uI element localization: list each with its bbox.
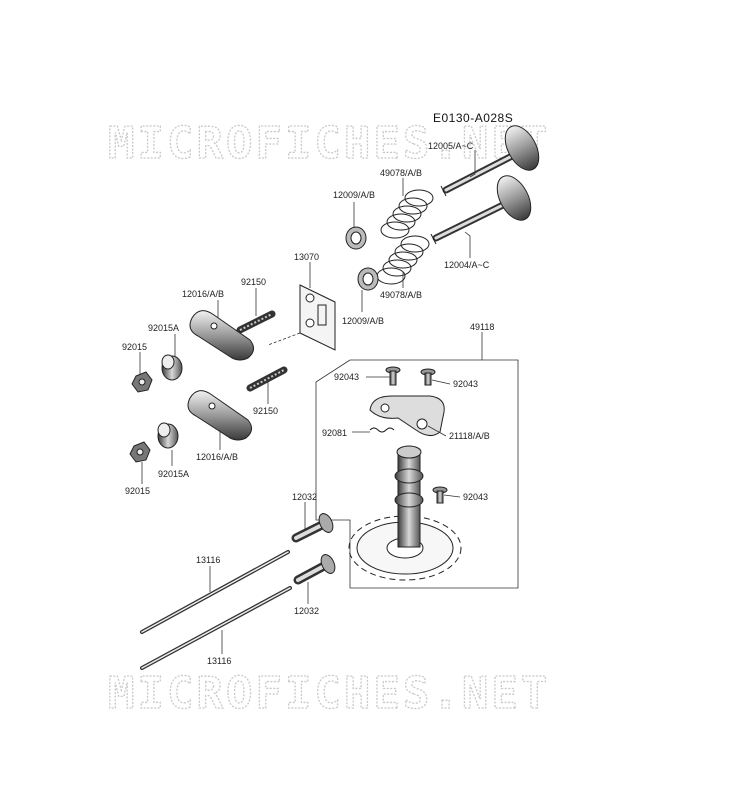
nut-92015-bottom xyxy=(129,441,151,463)
weight-21118 xyxy=(369,395,445,436)
label-12032-bottom: 12032 xyxy=(294,606,319,616)
stud-92150-bottom xyxy=(246,366,288,392)
pushrod-13116-top xyxy=(140,550,290,634)
label-13070: 13070 xyxy=(294,252,319,262)
label-21118: 21118/A/B xyxy=(449,431,490,441)
camshaft xyxy=(394,445,424,548)
rocker-arm-12016-bottom xyxy=(187,390,252,441)
retainer-12009-bottom xyxy=(357,267,379,291)
label-49078-bottom: 49078/A/B xyxy=(380,290,422,300)
label-92015-bottom: 92015 xyxy=(125,486,150,496)
label-12005: 12005/A~C xyxy=(428,141,474,151)
rocker-arm-12016-top xyxy=(189,310,254,361)
label-12009-top: 12009/A/B xyxy=(333,190,375,200)
label-49118: 49118 xyxy=(470,322,494,332)
label-12016-top: 12016/A/B xyxy=(182,289,224,299)
label-13116-top: 13116 xyxy=(196,555,220,565)
label-92043-a: 92043 xyxy=(334,372,359,382)
label-49078-top: 49078/A/B xyxy=(380,168,422,178)
label-92015A-bottom: 92015A xyxy=(158,469,189,479)
cam-gear xyxy=(348,515,462,581)
tappet-12032-bottom xyxy=(293,554,336,585)
plate-13070 xyxy=(267,284,336,351)
bolt-92043-a xyxy=(385,366,401,386)
label-92081: 92081 xyxy=(322,428,347,438)
tappet-12032-top xyxy=(291,513,334,543)
retainer-12009-top xyxy=(345,226,367,250)
bolt-92043-c xyxy=(432,486,448,504)
label-92043-c: 92043 xyxy=(463,492,488,502)
spring-92081 xyxy=(369,427,395,433)
watermark-top: MICROFICHES.NET xyxy=(108,118,550,169)
label-92043-b: 92043 xyxy=(453,379,478,389)
nut-92015-top xyxy=(131,371,153,393)
nut-92015A-top xyxy=(161,354,183,381)
label-92015-top: 92015 xyxy=(122,342,147,352)
valve-12004 xyxy=(430,175,532,245)
label-12009-bottom: 12009/A/B xyxy=(342,316,384,326)
label-13116-bottom: 13116 xyxy=(207,656,231,666)
spring-49078-top xyxy=(380,189,434,239)
valve-12005 xyxy=(440,125,540,197)
watermark-bottom: MICROFICHES.NET xyxy=(108,668,550,719)
stud-92150-top xyxy=(236,310,276,334)
leader-lines xyxy=(139,150,483,654)
nut-92015A-bottom xyxy=(157,422,179,449)
label-92150-bottom: 92150 xyxy=(253,406,278,416)
label-12016-bottom: 12016/A/B xyxy=(196,452,238,462)
pushrod-13116-bottom xyxy=(140,586,292,670)
label-92015A-top: 92015A xyxy=(148,323,179,333)
label-12004: 12004/A~C xyxy=(444,260,490,270)
label-92150-top: 92150 xyxy=(241,277,266,287)
label-12032-top: 12032 xyxy=(292,492,317,502)
diagram-code: E0130-A028S xyxy=(433,111,513,125)
bolt-92043-b xyxy=(420,368,436,386)
